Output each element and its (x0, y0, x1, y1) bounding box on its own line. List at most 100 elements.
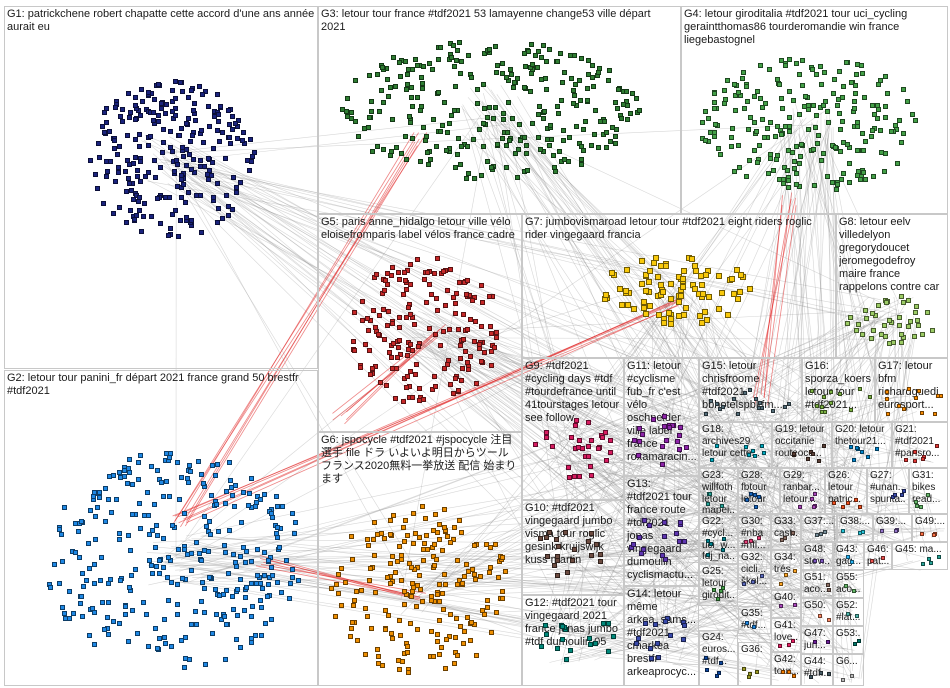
node-g6[interactable] (471, 571, 477, 577)
node-g8[interactable] (853, 328, 859, 334)
node-g1[interactable] (203, 88, 209, 94)
node-g4[interactable] (783, 124, 788, 130)
node-g6[interactable] (415, 627, 421, 633)
node-g4[interactable] (883, 104, 889, 110)
node-g1[interactable] (176, 133, 182, 139)
node-g1[interactable] (234, 135, 240, 141)
node-g5[interactable] (384, 270, 390, 276)
node-g11[interactable] (659, 461, 665, 467)
node-g46[interactable] (881, 555, 886, 560)
group-box-g41[interactable]: G41: love... (771, 618, 801, 652)
group-box-g30[interactable]: G30: #nba #nfl... (738, 514, 771, 551)
node-g3[interactable] (503, 142, 509, 148)
node-g3[interactable] (410, 135, 416, 141)
node-g1[interactable] (190, 133, 195, 139)
group-box-g37[interactable]: G37:... (801, 514, 837, 542)
node-g4[interactable] (741, 106, 747, 111)
node-g2[interactable] (166, 455, 172, 461)
node-g2[interactable] (161, 494, 167, 499)
node-g1[interactable] (155, 82, 161, 88)
node-g2[interactable] (181, 510, 187, 516)
node-g2[interactable] (154, 563, 160, 569)
node-g8[interactable] (871, 327, 877, 333)
node-g7[interactable] (703, 271, 710, 278)
node-g2[interactable] (159, 479, 164, 485)
node-g3[interactable] (603, 130, 609, 135)
node-g2[interactable] (106, 581, 111, 587)
node-g1[interactable] (207, 167, 212, 173)
node-g15[interactable] (747, 388, 752, 393)
node-g4[interactable] (798, 154, 804, 160)
node-g4[interactable] (768, 119, 774, 125)
node-g3[interactable] (387, 153, 393, 159)
node-g2[interactable] (199, 599, 204, 605)
node-g6[interactable] (433, 556, 439, 562)
node-g2[interactable] (222, 501, 228, 507)
node-g5[interactable] (400, 399, 406, 405)
node-g6[interactable] (422, 515, 428, 521)
node-g4[interactable] (744, 98, 750, 104)
node-g1[interactable] (107, 158, 113, 164)
node-g1[interactable] (92, 171, 98, 177)
node-g1[interactable] (159, 100, 165, 106)
node-g1[interactable] (152, 175, 158, 180)
node-g3[interactable] (592, 107, 598, 113)
node-g8[interactable] (855, 322, 861, 328)
node-g16[interactable] (837, 391, 842, 396)
node-g3[interactable] (494, 142, 500, 148)
node-g3[interactable] (628, 111, 634, 117)
node-g3[interactable] (576, 77, 582, 83)
node-g1[interactable] (137, 158, 143, 164)
node-g6[interactable] (428, 598, 434, 604)
group-box-g48[interactable]: G48: stev... (801, 542, 833, 570)
node-g2[interactable] (140, 599, 146, 605)
node-g7[interactable] (692, 262, 699, 269)
node-g1[interactable] (133, 95, 138, 100)
node-g49[interactable] (931, 532, 936, 537)
node-g3[interactable] (456, 135, 461, 141)
node-g1[interactable] (173, 78, 179, 84)
node-g6[interactable] (384, 574, 390, 580)
node-g3[interactable] (624, 89, 630, 95)
group-box-g28[interactable]: G28: fbtour letour (738, 468, 780, 514)
node-g8[interactable] (848, 315, 854, 320)
node-g1[interactable] (88, 158, 94, 164)
node-g3[interactable] (458, 70, 464, 76)
node-g5[interactable] (450, 294, 456, 300)
node-g2[interactable] (203, 523, 209, 529)
node-g8[interactable] (891, 340, 897, 346)
group-box-g8[interactable]: G8: letour eelv villedelyon gregorydouce… (836, 214, 948, 358)
group-box-g12[interactable]: G12: #tdf2021 tour vingegaard 2021 franc… (522, 595, 624, 686)
node-g6[interactable] (403, 518, 409, 524)
node-g2[interactable] (98, 577, 103, 583)
node-g4[interactable] (736, 143, 742, 148)
node-g2[interactable] (274, 525, 280, 531)
node-g19[interactable] (811, 451, 816, 456)
node-g3[interactable] (549, 137, 555, 143)
node-g4[interactable] (846, 160, 852, 166)
node-g5[interactable] (371, 308, 376, 314)
node-g2[interactable] (216, 528, 222, 534)
node-g42[interactable] (791, 673, 796, 678)
node-g21[interactable] (904, 457, 909, 462)
node-g50[interactable] (818, 614, 823, 619)
node-g1[interactable] (145, 142, 151, 148)
node-g2[interactable] (195, 458, 201, 464)
node-g7[interactable] (715, 273, 722, 280)
node-g2[interactable] (117, 470, 123, 476)
node-g2[interactable] (57, 527, 63, 533)
node-g28[interactable] (744, 498, 749, 502)
node-g2[interactable] (58, 531, 64, 537)
node-g3[interactable] (537, 104, 543, 110)
node-g48[interactable] (813, 559, 818, 564)
node-g1[interactable] (151, 110, 157, 116)
node-g2[interactable] (170, 522, 176, 528)
node-g4[interactable] (702, 137, 708, 143)
group-box-g38[interactable]: G38:... (837, 514, 873, 542)
node-g2[interactable] (153, 545, 159, 551)
node-g5[interactable] (452, 311, 458, 317)
node-g5[interactable] (477, 341, 483, 347)
node-g22[interactable] (709, 541, 714, 546)
node-g14[interactable] (647, 645, 653, 651)
node-g4[interactable] (766, 67, 772, 73)
